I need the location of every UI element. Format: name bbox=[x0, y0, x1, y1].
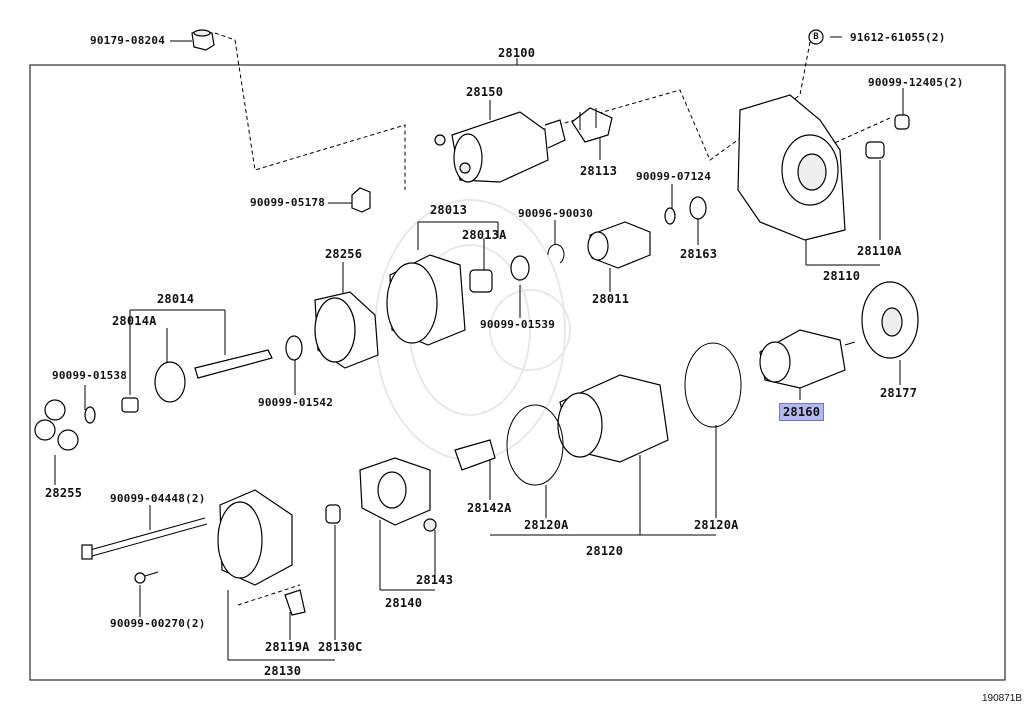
oring-28120A-right bbox=[684, 342, 742, 428]
label-90099-01542: 90099-01542 bbox=[258, 396, 334, 409]
label-28150: 28150 bbox=[466, 85, 504, 99]
figure-number: 190871B bbox=[981, 693, 1022, 704]
label-90099-04448: 90099-04448(2) bbox=[110, 492, 206, 505]
label-28130: 28130 bbox=[264, 664, 302, 678]
label-28100: 28100 bbox=[498, 46, 536, 60]
label-90099-01538: 90099-01538 bbox=[52, 369, 128, 382]
label-90096-90030: 90096-90030 bbox=[518, 207, 594, 220]
washer-90099-01542 bbox=[285, 335, 303, 361]
bushings-right bbox=[865, 114, 910, 159]
label-28119A: 28119A bbox=[265, 640, 310, 654]
leader-lines bbox=[54, 36, 904, 661]
label-28177: 28177 bbox=[880, 386, 918, 400]
label-28011: 28011 bbox=[592, 292, 630, 306]
label-90099-00270: 90099-00270(2) bbox=[110, 617, 206, 630]
label-28120A-left: 28120A bbox=[524, 518, 569, 532]
washer-90099-01538 bbox=[84, 406, 96, 424]
bolt-marker-B bbox=[808, 29, 824, 45]
clutch-28011 bbox=[587, 221, 651, 269]
label-91612-61055: 91612-61055(2) bbox=[850, 31, 946, 44]
yoke-28120 bbox=[557, 374, 669, 463]
label-28142A: 28142A bbox=[467, 501, 512, 515]
label-28120A-right: 28120A bbox=[694, 518, 739, 532]
housing-28110 bbox=[737, 94, 846, 241]
ring-gear-28256 bbox=[314, 291, 379, 369]
shaft-28014 bbox=[121, 349, 273, 413]
solenoid-28150 bbox=[434, 111, 566, 183]
nut-90179 bbox=[191, 29, 215, 51]
label-90099-12405: 90099-12405(2) bbox=[868, 76, 964, 89]
label-28256: 28256 bbox=[325, 247, 363, 261]
label-90099-01539: 90099-01539 bbox=[480, 318, 556, 331]
label-28013: 28013 bbox=[430, 203, 468, 217]
brush-holder-28140 bbox=[359, 457, 437, 532]
bolt-paths bbox=[214, 32, 891, 606]
through-bolt bbox=[81, 517, 208, 560]
armature-28160 bbox=[759, 329, 856, 389]
label-90099-05178: 90099-05178 bbox=[250, 196, 326, 209]
label-28014: 28014 bbox=[157, 292, 195, 306]
bushing-28130C bbox=[325, 504, 341, 524]
label-28143: 28143 bbox=[416, 573, 454, 587]
contact-28113 bbox=[571, 107, 613, 143]
label-bolt-marker: B bbox=[813, 32, 819, 42]
label-28160-highlighted[interactable]: 28160 bbox=[779, 403, 825, 421]
gear-housing-28013 bbox=[386, 254, 530, 346]
label-28014A: 28014A bbox=[112, 314, 157, 328]
screw-90099-00270 bbox=[134, 571, 159, 584]
label-28140: 28140 bbox=[385, 596, 423, 610]
plate-28177 bbox=[861, 281, 919, 359]
label-90179-08204: 90179-08204 bbox=[90, 34, 166, 47]
oring-28120A-left bbox=[506, 404, 564, 486]
label-28130C: 28130C bbox=[318, 640, 363, 654]
label-90099-07124: 90099-07124 bbox=[636, 170, 712, 183]
insulator-28119A bbox=[284, 589, 306, 616]
label-28113: 28113 bbox=[580, 164, 618, 178]
label-28163: 28163 bbox=[680, 247, 718, 261]
label-28013A: 28013A bbox=[462, 228, 507, 242]
label-28120: 28120 bbox=[586, 544, 624, 558]
nut-90099-05178 bbox=[351, 187, 371, 213]
label-28255: 28255 bbox=[45, 486, 83, 500]
washers-28163 bbox=[664, 196, 707, 225]
label-28110: 28110 bbox=[823, 269, 861, 283]
label-28110A: 28110A bbox=[857, 244, 902, 258]
clip-90096 bbox=[547, 243, 565, 264]
end-frame-28130 bbox=[217, 489, 293, 586]
planet-gears-28255 bbox=[34, 399, 79, 451]
brush-28142A bbox=[454, 439, 496, 471]
